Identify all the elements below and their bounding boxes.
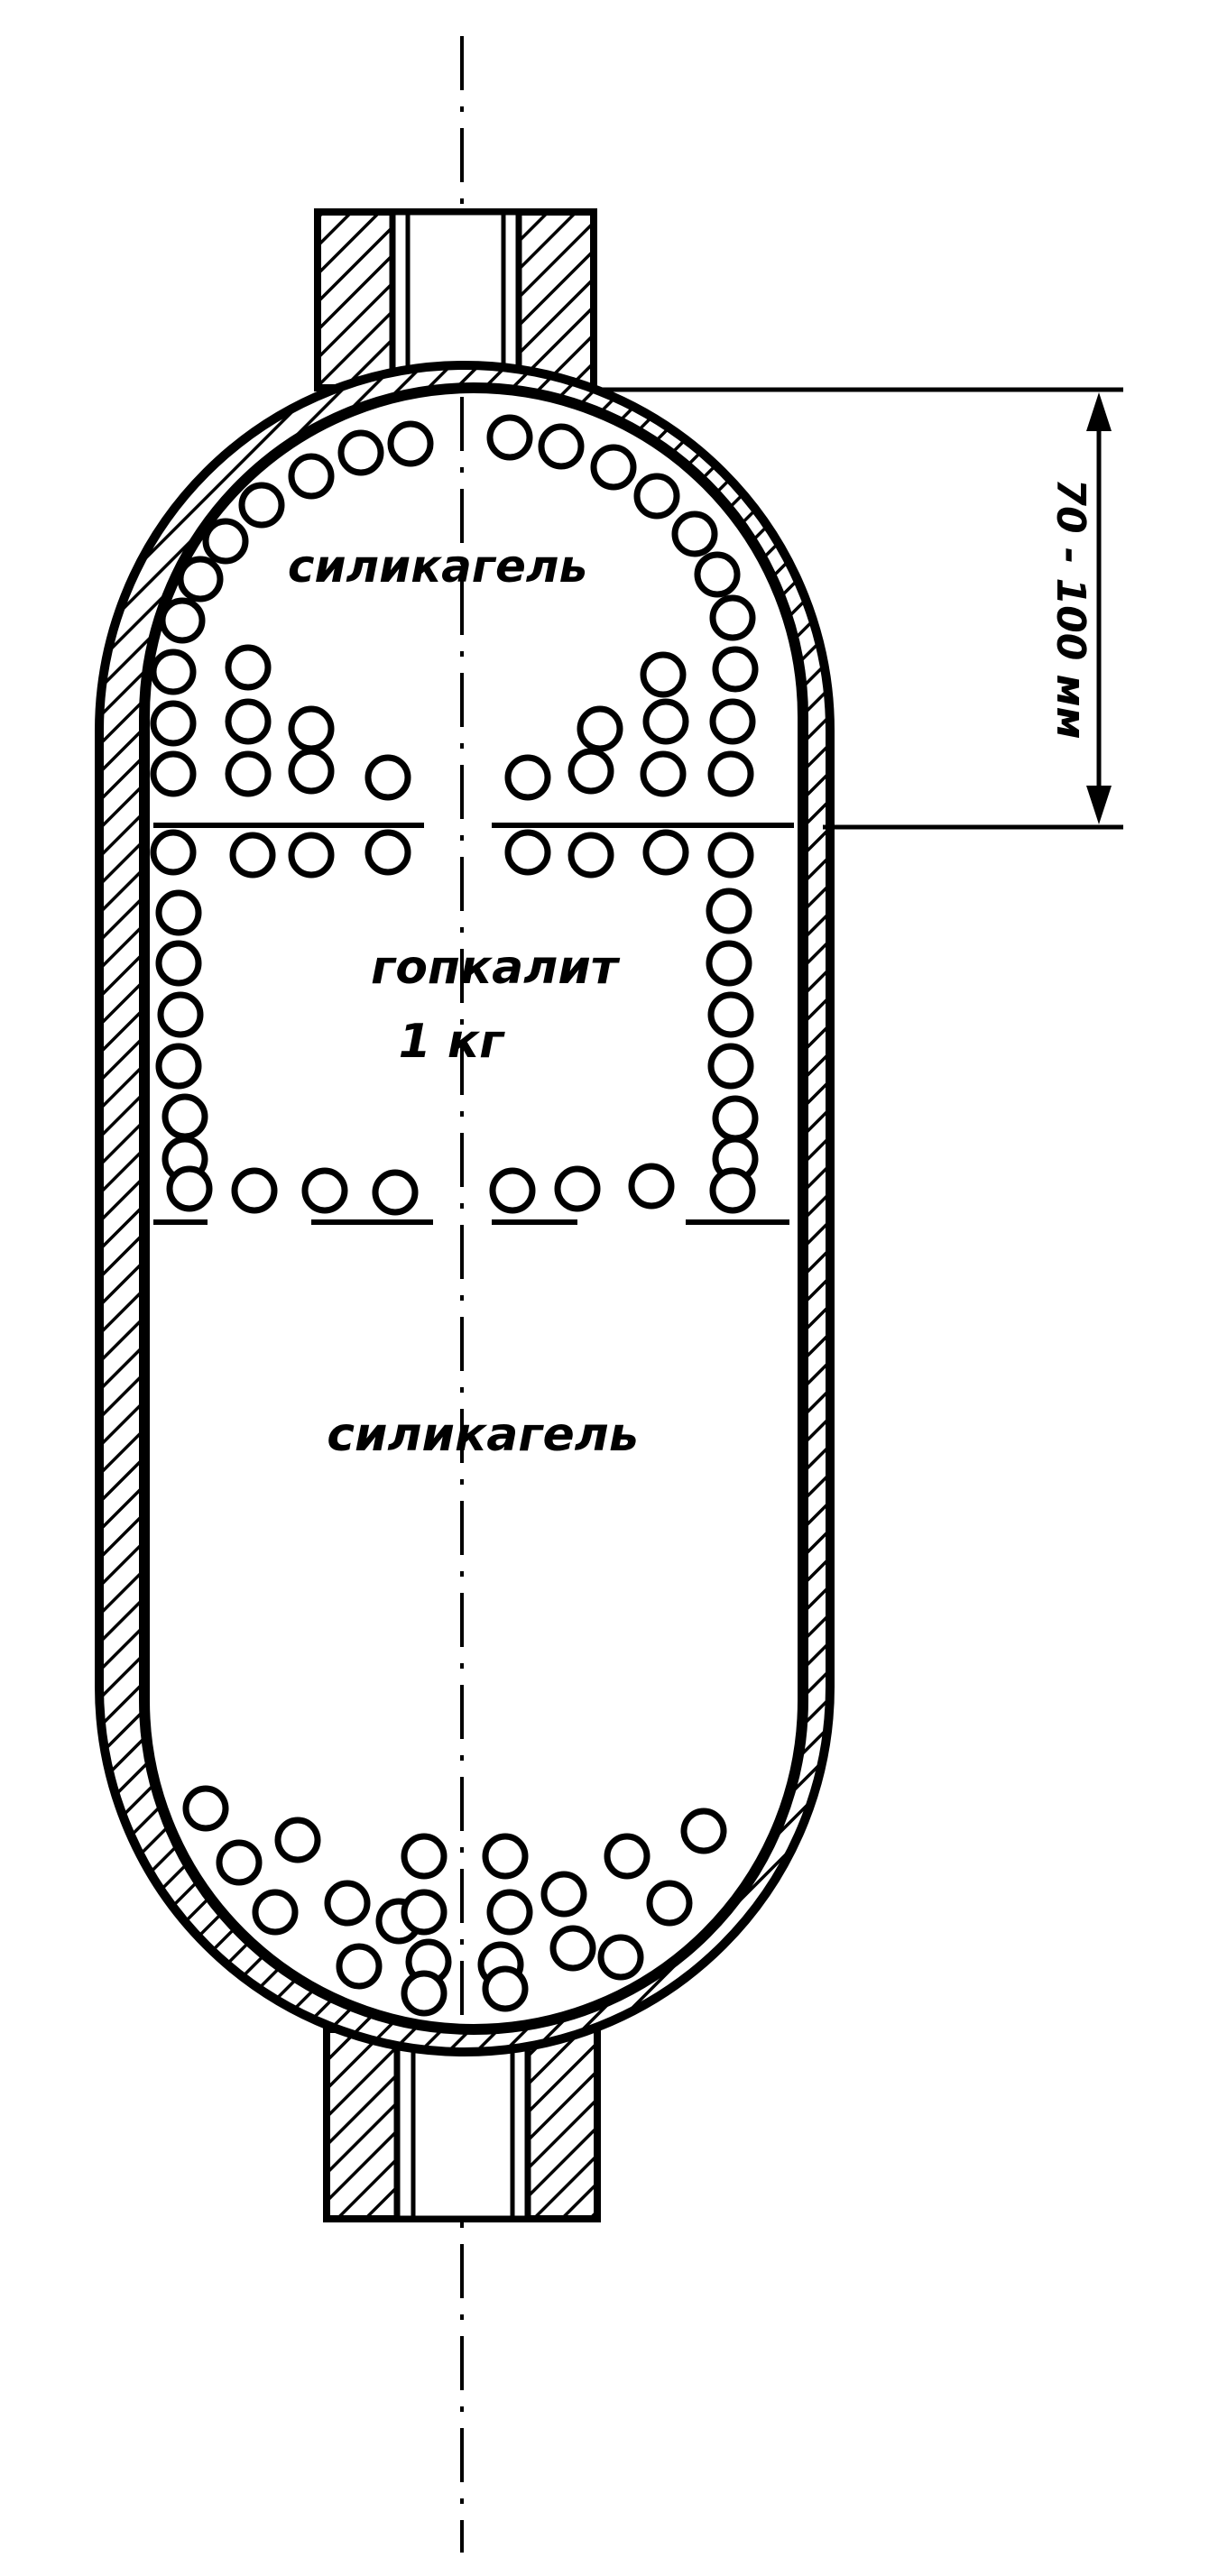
granule (706, 940, 752, 987)
vessel-cavity (139, 382, 808, 2035)
granule (486, 414, 533, 461)
granule (372, 1169, 419, 1216)
granule (482, 1965, 529, 2012)
granule (337, 429, 384, 476)
granule (706, 888, 752, 934)
granule (628, 1163, 675, 1210)
granule (238, 482, 285, 529)
granule (166, 1165, 213, 1212)
bottom-neck (323, 2026, 601, 2222)
granule (324, 1880, 371, 1927)
granule (229, 832, 276, 879)
granule (401, 1889, 448, 1936)
granule (671, 511, 718, 557)
granule (604, 1833, 651, 1880)
granule (567, 832, 614, 879)
granule (288, 705, 335, 752)
granule (707, 832, 754, 879)
granule (150, 750, 197, 797)
granule (155, 940, 202, 987)
granule (709, 594, 756, 641)
granule (577, 705, 623, 752)
granule (712, 1095, 759, 1142)
granule (712, 646, 759, 693)
granule (707, 1043, 754, 1090)
granule (155, 889, 202, 936)
granule (590, 444, 637, 491)
granule (288, 453, 335, 500)
granule (225, 644, 272, 691)
top-neck (314, 208, 597, 391)
granule (231, 1167, 278, 1214)
granule (489, 1167, 536, 1214)
dimension-marker (591, 387, 1123, 830)
granule (640, 750, 687, 797)
granule (694, 551, 741, 598)
granule (567, 748, 614, 795)
granule (504, 829, 551, 876)
granule (597, 1934, 644, 1981)
granule (150, 700, 197, 747)
granule (709, 698, 756, 745)
granule (680, 1808, 727, 1854)
granule (155, 1043, 202, 1090)
granule (157, 991, 204, 1038)
granule (646, 1880, 693, 1927)
granule (486, 1889, 533, 1936)
granule (182, 1785, 229, 1832)
granule (225, 750, 272, 797)
granule (288, 832, 335, 879)
granule (538, 423, 585, 470)
granule (274, 1817, 321, 1863)
granule (150, 829, 197, 876)
granule (401, 1833, 448, 1880)
granule (177, 556, 224, 603)
granule (554, 1165, 601, 1212)
granule (288, 748, 335, 795)
granule (707, 991, 754, 1038)
granule (159, 597, 206, 644)
granule (504, 754, 551, 801)
granule (387, 420, 434, 467)
label-middle-zone: гопкалит (371, 941, 621, 995)
granule (642, 698, 689, 745)
granule (549, 1925, 596, 1972)
granule (364, 754, 411, 801)
granule (642, 829, 689, 876)
granule (640, 651, 687, 698)
granule (707, 750, 754, 797)
granule (252, 1889, 299, 1936)
granule (225, 698, 272, 745)
label-top-zone: силикагель (288, 540, 587, 593)
granule (401, 1970, 448, 2017)
granule (540, 1871, 587, 1918)
granule (482, 1833, 529, 1880)
granule (150, 649, 197, 695)
granule-layer (150, 414, 759, 2017)
granule (202, 518, 249, 565)
granule (709, 1167, 756, 1214)
granule (161, 1093, 208, 1140)
granule (301, 1167, 348, 1214)
granule (216, 1839, 263, 1886)
label-middle-mass: 1 кг (399, 1015, 506, 1069)
label-bottom-zone: силикагель (327, 1408, 639, 1462)
granule (633, 473, 680, 520)
label-dimension: 70 - 100 мм (1047, 478, 1093, 739)
granule (336, 1943, 383, 1990)
granule (364, 829, 411, 876)
